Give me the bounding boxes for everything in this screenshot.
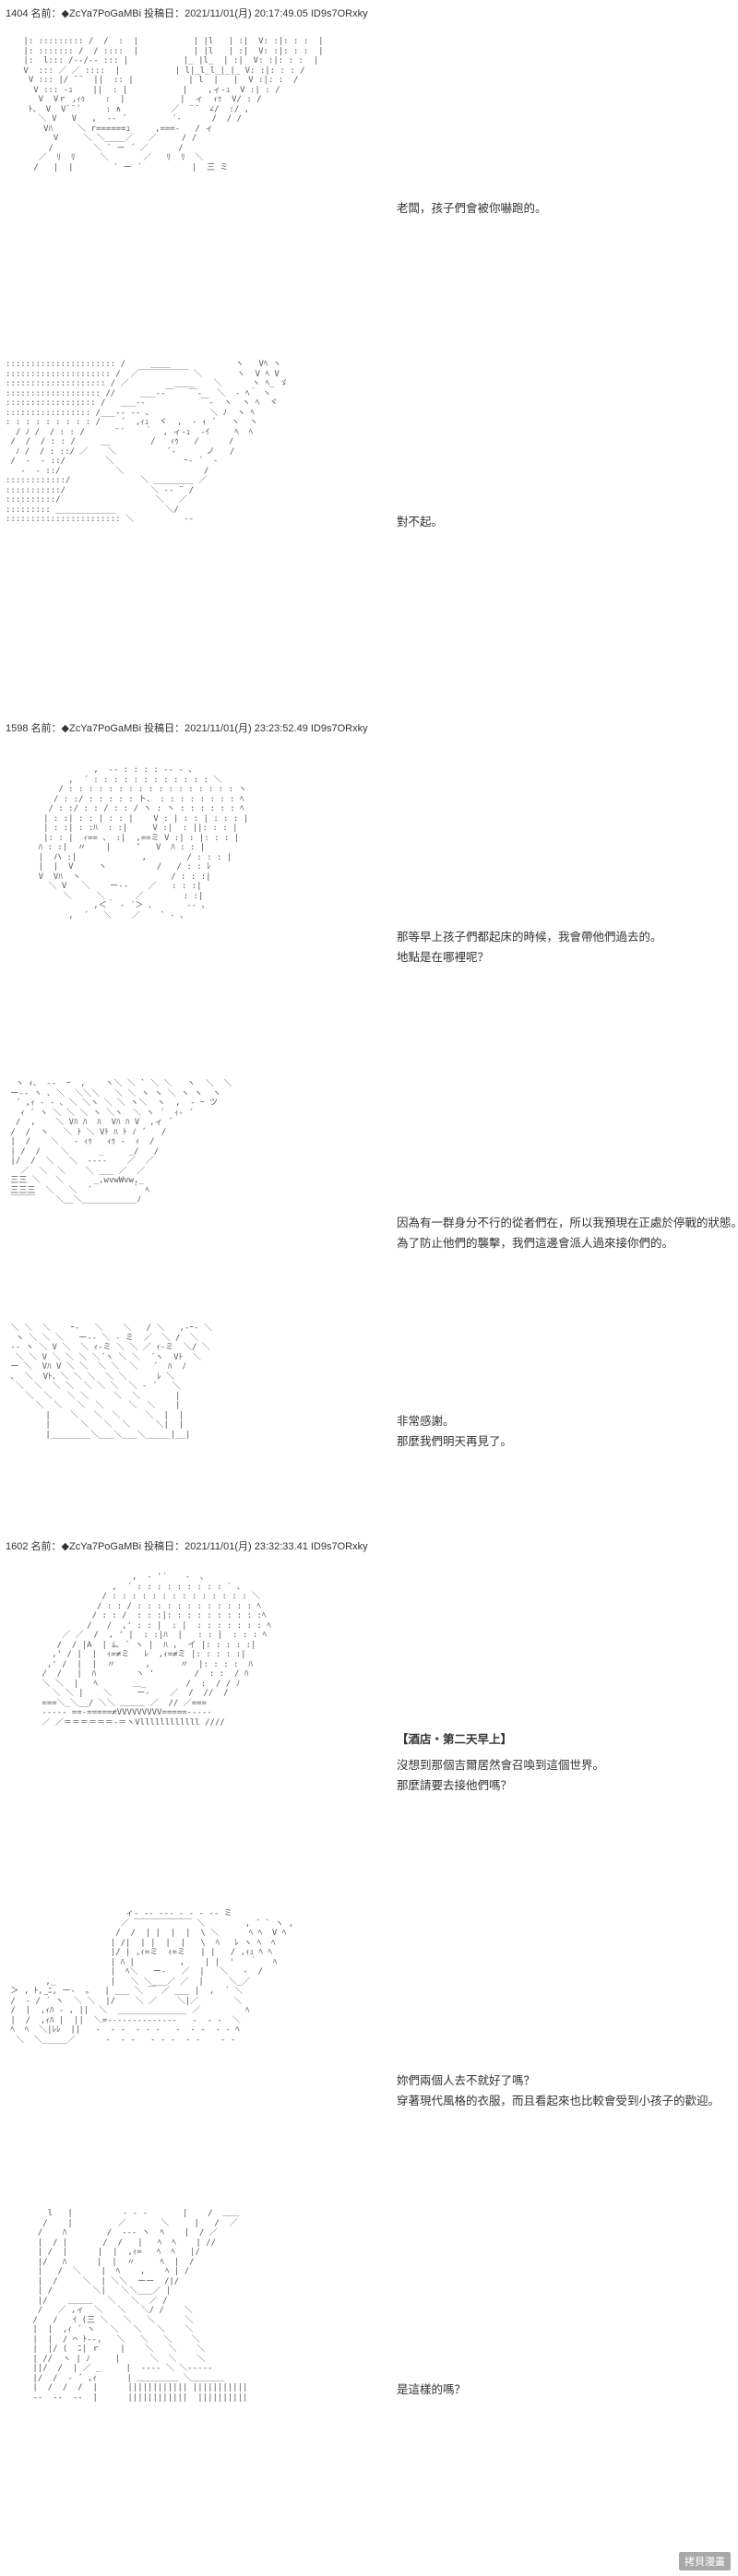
ascii-art-figure: ヽ ｨ、 ‐- ｰ , ヽ＼ ＼ ` ＼ ＼ ヽ ＼ ＼ ー-‐ ヽ ､ ＼ ＼… bbox=[10, 1079, 232, 1205]
dialog-line: 為了防止他們的襲擊，我們這邊會派人過來接你們的。 bbox=[397, 1237, 674, 1250]
ascii-art-figure: |: ::::::::: / / : | | |l | :| V: :|: : … bbox=[23, 37, 324, 172]
ascii-art-figure: ＼ ＼ ＼ ｰ‐ ＼ ＼ / ＼ ,-ｰ‐ ＼ ヽ ＼ ＼ ＼ ー-‐ ＼ ‐ … bbox=[10, 1324, 212, 1440]
scene-tag: 【酒店・第二天早上】 bbox=[397, 1733, 513, 1746]
dialog-line: 非常感謝。 bbox=[397, 1415, 455, 1428]
dialog-text: 妳們兩個人去不就好了嗎？ 穿著現代風格的衣服，而且看起來也比較會受到小孩子的歡迎… bbox=[397, 2071, 720, 2111]
post-header: 1602 名前：◆ZcYa7PoGaMBi 投稿日：2021/11/01(月) … bbox=[6, 1541, 368, 1552]
dialog-text: 【酒店・第二天早上】 沒想到那個吉爾居然會召喚到這個世界。 那麼請要去接他們嗎？ bbox=[397, 1729, 604, 1796]
dialog-line: 那等早上孩子們都起床的時候，我會帶他們過去的。 bbox=[397, 931, 662, 944]
dialog-line: 那麼請要去接他們嗎？ bbox=[397, 1779, 513, 1792]
dialog-line: 妳們兩個人去不就好了嗎？ bbox=[397, 2074, 536, 2087]
dialog-line: 對不起。 bbox=[397, 516, 444, 528]
dialog-line: 那麼我們明天再見了。 bbox=[397, 1435, 513, 1448]
dialog-text: 是這樣的嗎？ bbox=[397, 2380, 466, 2400]
dialog-line: 因為有一群身分不行的從者們在，所以我預現在正處於停戰的狀態。 bbox=[397, 1217, 738, 1229]
ascii-art-figure: , ‐ '´￣ ‐ ､ , ´ : : : : : : : : : ` ､ / … bbox=[42, 1573, 271, 1727]
post-header: 1598 名前：◆ZcYa7PoGaMBi 投稿日：2021/11/01(月) … bbox=[6, 723, 368, 734]
dialog-text: 那等早上孩子們都起床的時候，我會帶他們過去的。 地點是在哪裡呢？ bbox=[397, 927, 662, 967]
ascii-art-figure: ィ‐ ‐‐ ‐‐‐ ‐ ‐ ‐ ‐‐ ミ ／ ￣￣￣￣￣￣￣ ＼ , ´ ` ヽ… bbox=[10, 1909, 294, 2045]
dialog-text: 老闆，孩子們會被你嚇跑的。 bbox=[397, 198, 547, 219]
dialog-line: 穿著現代風格的衣服，而且看起來也比較會受到小孩子的歡迎。 bbox=[397, 2095, 720, 2107]
post-header: 1404 名前：◆ZcYa7PoGaMBi 投稿日：2021/11/01(月) … bbox=[6, 8, 368, 19]
dialog-line: 沒想到那個吉爾居然會召喚到這個世界。 bbox=[397, 1759, 605, 1772]
dialog-text: 因為有一群身分不行的從者們在，所以我預現在正處於停戰的狀態。 為了防止他們的襲擊… bbox=[397, 1213, 738, 1253]
dialog-line: 老闆，孩子們會被你嚇跑的。 bbox=[397, 202, 547, 215]
dialog-text: 非常感謝。 那麼我們明天再見了。 bbox=[397, 1411, 512, 1452]
ascii-art-figure: l | ‐ ‐ ‐ | / ＿＿ / | ／ ＼ | / ／ / ﾊ / ‐‐‐… bbox=[32, 2209, 248, 2403]
dialog-text: 對不起。 bbox=[397, 512, 443, 532]
dialog-line: 是這樣的嗎？ bbox=[397, 2383, 467, 2396]
ascii-art-figure: :::::::::::::::::::::: / ____ ヽ Vﾍ ヽ :::… bbox=[6, 360, 289, 524]
watermark: 拷貝漫畫 bbox=[679, 2552, 731, 2570]
ascii-art-figure: , ‐‐ : : : : ‐‐ ‐ ､ , ´ : : : : : : : : … bbox=[38, 766, 249, 920]
dialog-line: 地點是在哪裡呢？ bbox=[397, 951, 490, 964]
